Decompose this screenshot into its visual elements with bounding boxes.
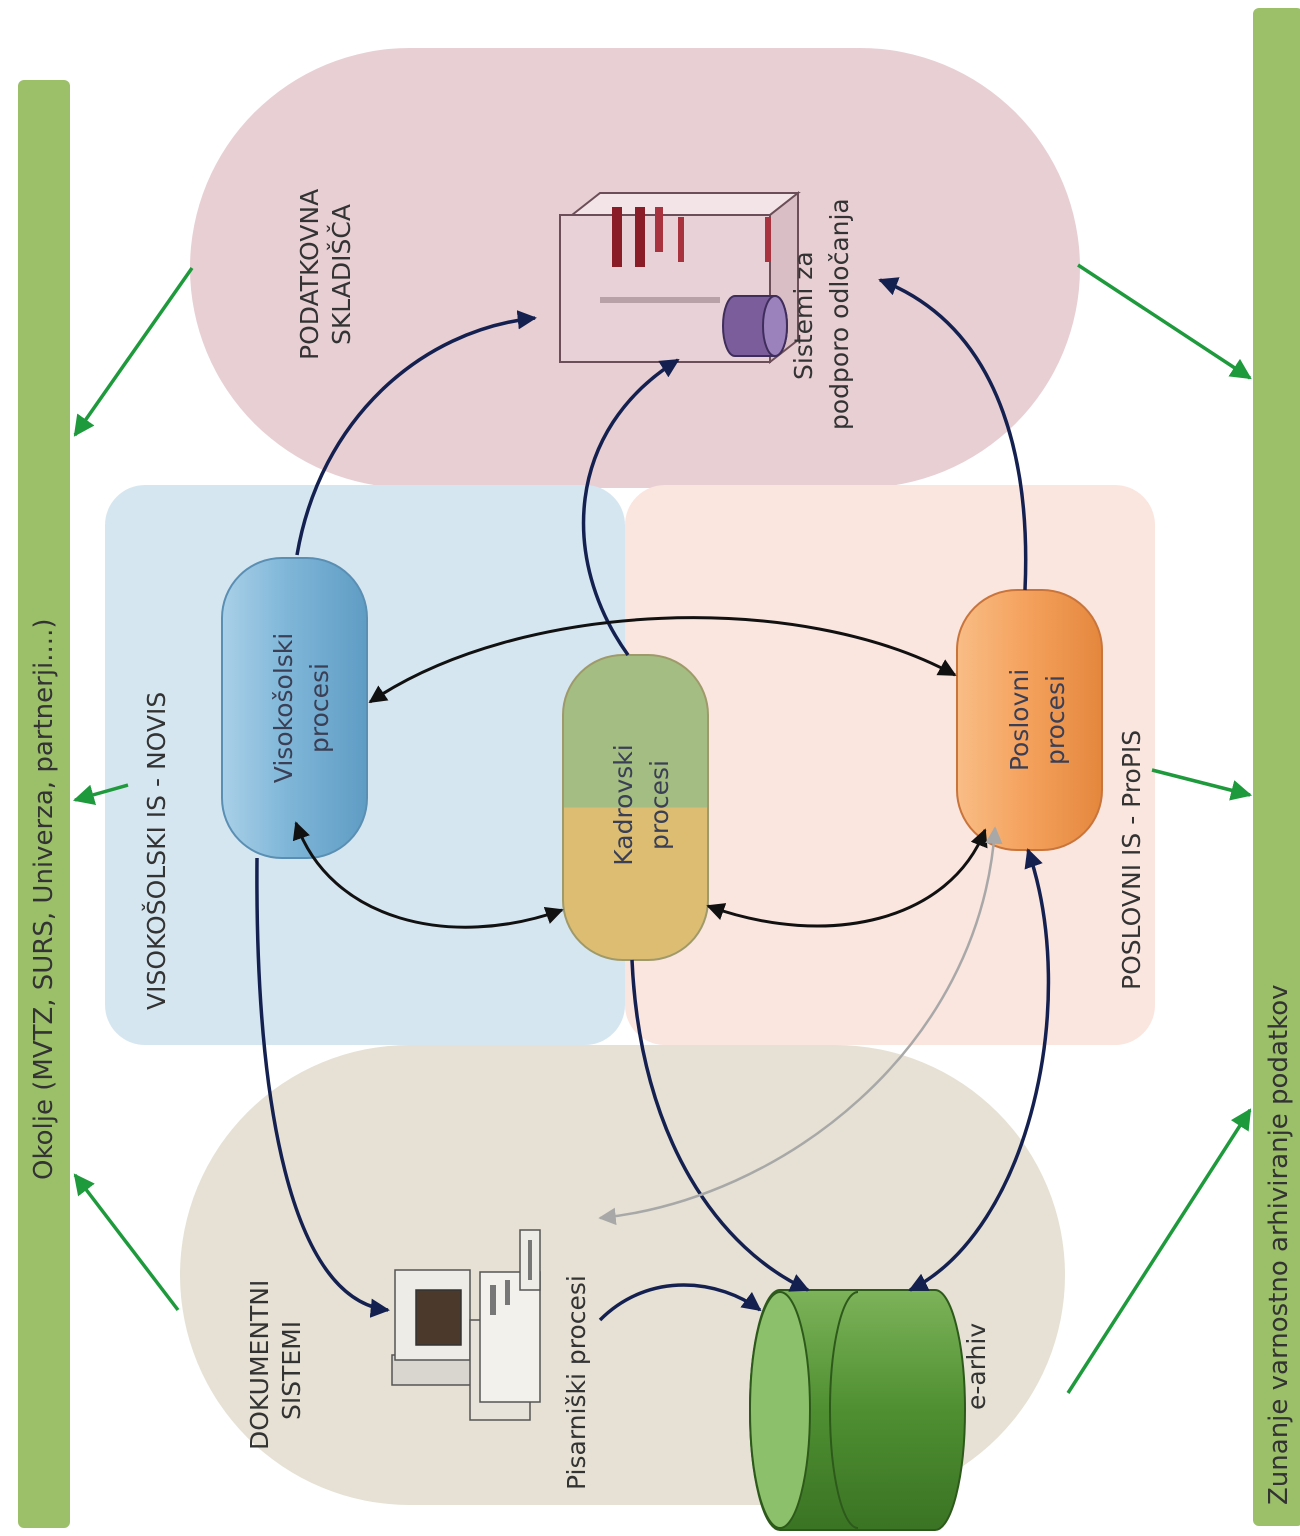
arrow-documents-to-environment: [73, 1173, 180, 1312]
arrow-business-to-warehouse: [878, 277, 1028, 591]
higher-ed-processes-node: Visokošolski procesi: [221, 557, 368, 859]
database-cylinder-icon: [722, 295, 788, 357]
document-systems-label-line2: SISTEMI: [277, 1321, 306, 1420]
higher-ed-is-label: VISOKOŠOLSKI IS - NOVIS: [141, 692, 171, 1010]
hr-processes-node: Kadrovski procesi: [562, 654, 709, 961]
arrow-hr-to-warehouse: [581, 358, 680, 657]
arrow-higher-ed-hr: [292, 821, 564, 929]
arrow-higher-ed-to-warehouse: [295, 310, 537, 556]
environment-bar-label: Okolje (MVTZ, SURS, Univerza, partnerji.…: [29, 619, 59, 1180]
green-arrows: [72, 263, 1253, 1394]
data-warehouse-label-line1: PODATKOVNA: [295, 189, 324, 360]
business-processes-node: Poslovni procesi: [956, 589, 1103, 851]
external-backup-bar: [1253, 8, 1300, 1526]
higher-ed-processes-label-line1: Visokošolski: [269, 633, 298, 783]
arrow-higher-ed-to-environment: [72, 783, 129, 805]
business-processes-label-line2: procesi: [1041, 675, 1070, 765]
decision-support-label-line1: Sistemi za: [789, 251, 818, 380]
registry-processes-label: Pisarniški procesi: [562, 1275, 591, 1490]
arrow-warehouse-to-backup: [1077, 263, 1252, 380]
arrow-business-to-archive: [908, 848, 1051, 1292]
data-warehouse-label-line2: SKLADIŠČA: [326, 204, 356, 345]
computer-icon: [391, 1229, 541, 1421]
document-systems-label-line1: DOKUMENTNI: [245, 1280, 274, 1450]
arrow-archive-to-backup: [1066, 1108, 1252, 1394]
external-backup-bar-label: Zunanje varnostno arhiviranje podatkov: [1264, 984, 1294, 1505]
arrow-higher-ed-to-computer: [255, 857, 390, 1318]
arrow-warehouse-to-environment: [73, 266, 194, 437]
business-processes-label-line1: Poslovni: [1005, 669, 1034, 771]
higher-ed-processes-label-line2: procesi: [305, 663, 334, 753]
business-is-label: POSLOVNI IS - ProPIS: [1117, 730, 1146, 990]
decision-support-label-line2: podporo odločanja: [825, 198, 854, 430]
hr-processes-label-line1: Kadrovski: [609, 744, 638, 865]
gray-arrows: [598, 826, 1003, 1226]
arrow-computer-to-archive: [598, 1283, 762, 1322]
arrow-higher-ed-business: [368, 616, 957, 704]
arrow-business-to-backup: [1151, 768, 1253, 801]
e-archive-cylinder-icon: [749, 1289, 966, 1531]
arrow-registry-business: [598, 826, 1003, 1226]
e-archive-label: e-arhiv: [962, 1323, 991, 1410]
hr-processes-label-line2: procesi: [645, 760, 674, 850]
environment-bar: [18, 80, 70, 1528]
